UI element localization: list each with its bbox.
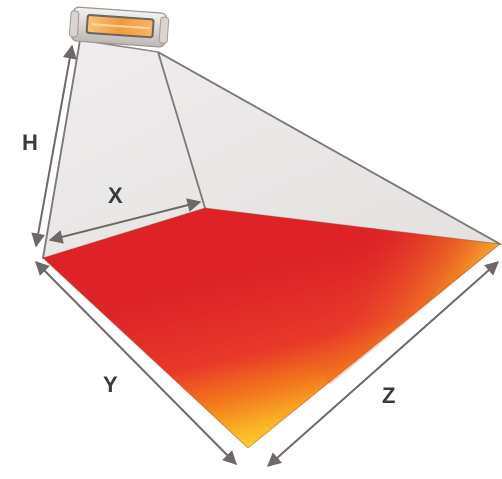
height-arrow bbox=[31, 44, 77, 248]
width-arrow bbox=[48, 198, 202, 244]
heated-floor bbox=[42, 207, 502, 449]
cone-edge-right bbox=[157, 51, 501, 245]
cone-edge-middle bbox=[157, 51, 206, 209]
label-depth: Y bbox=[103, 372, 118, 397]
diagonal-arrow bbox=[266, 261, 500, 467]
dimension-arrows bbox=[31, 44, 500, 467]
infrared-heater-icon bbox=[68, 6, 170, 48]
label-diagonal: Z bbox=[382, 383, 395, 408]
label-height: H bbox=[22, 130, 38, 155]
depth-arrow bbox=[35, 261, 237, 465]
label-width: X bbox=[108, 183, 123, 208]
